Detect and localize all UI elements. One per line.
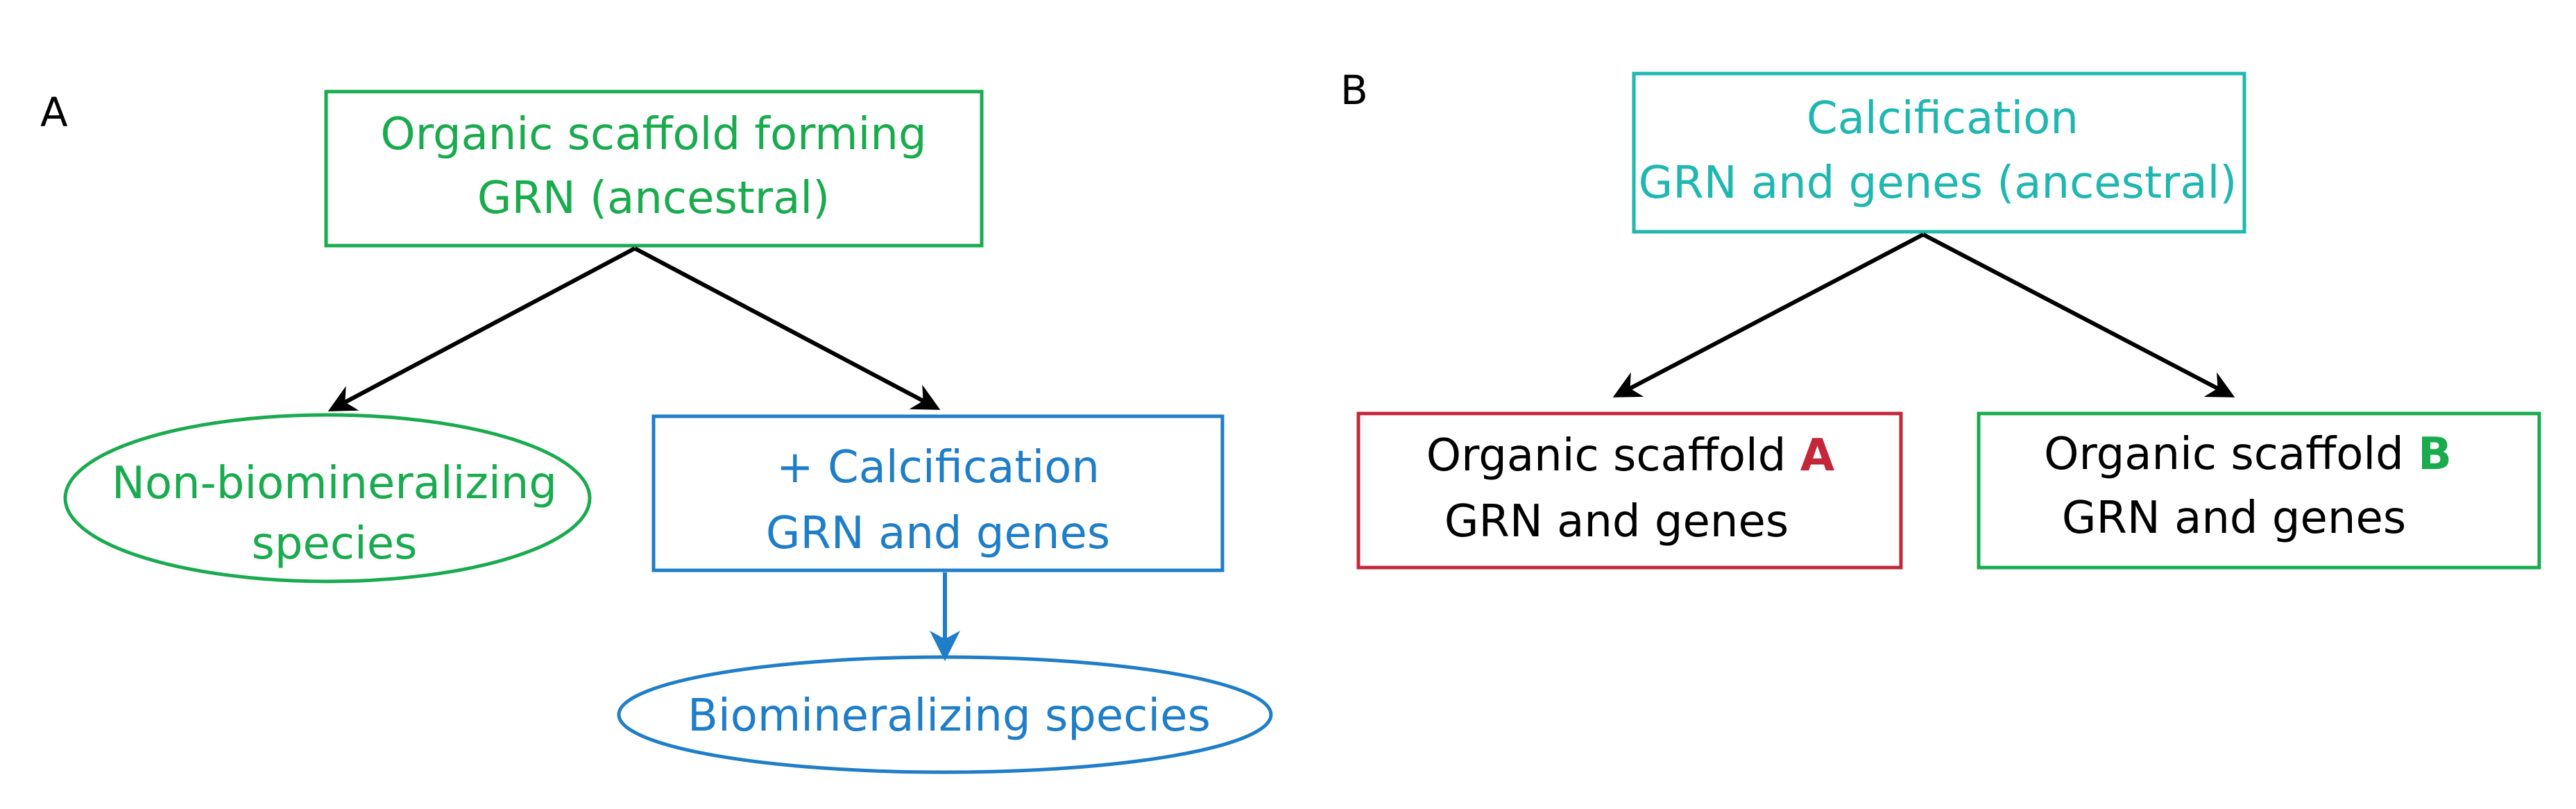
- panel-b-root-line1: Calcification: [1807, 93, 2079, 144]
- panel-b-root-line2: GRN and genes (ancestral): [1639, 157, 2237, 209]
- panel-b-left-node-line2: GRN and genes: [1444, 496, 1789, 547]
- panel-a-root-line2: GRN (ancestral): [477, 173, 830, 224]
- panel-b-right-node-letter: B: [2418, 429, 2452, 480]
- panel-a-root-line1: Organic scaffold forming: [380, 109, 926, 160]
- panel-b-right-node-prefix: Organic scaffold: [2044, 429, 2418, 480]
- panel-b-right-node: Organic scaffold B GRN and genes: [1977, 411, 2541, 570]
- panel-b-root-box: [1632, 71, 2246, 234]
- panel-b-arrow-to-right-node: [1922, 232, 2235, 398]
- panel-b-left-node-line1: Organic scaffold A: [1426, 430, 1835, 482]
- panel-a-left-leaf-ellipse: [63, 413, 592, 584]
- panel-b-left-node: Organic scaffold A GRN and genes: [1356, 411, 1903, 570]
- panel-a-right-node-line2: GRN and genes: [766, 508, 1110, 559]
- panel-a-label: A: [40, 89, 68, 136]
- panel-a-root-box: [324, 90, 984, 248]
- panel-a-root-node: Organic scaffold forming GRN (ancestral): [324, 90, 984, 248]
- panel-a-bottom-leaf: Biomineralizing species: [617, 655, 1273, 774]
- panel-b-root-node: Calcification GRN and genes (ancestral): [1632, 71, 2246, 234]
- panel-b-right-node-line1: Organic scaffold B: [2044, 429, 2452, 480]
- panel-a-right-node: + Calcification GRN and genes: [651, 414, 1225, 572]
- panel-a-left-leaf: Non-biomineralizing species: [63, 413, 592, 584]
- panel-b-label: B: [1340, 67, 1368, 114]
- panel-b-left-node-prefix: Organic scaffold: [1426, 430, 1800, 482]
- panel-b: B Calcification GRN and genes (ancestral…: [1340, 67, 2541, 570]
- panel-a-left-leaf-line1: Non-biomineralizing: [112, 458, 557, 509]
- panel-b-arrow-to-left-node: [1612, 232, 1925, 398]
- panel-a-left-leaf-line2: species: [251, 518, 417, 570]
- panel-b-left-node-letter: A: [1800, 430, 1835, 482]
- panel-a-arrow-to-right-node: [633, 246, 941, 410]
- panel-b-right-node-line2: GRN and genes: [2062, 493, 2406, 544]
- panel-b-left-node-box: [1356, 411, 1903, 570]
- panel-a-arrow-to-left-leaf: [327, 246, 636, 411]
- panel-a-bottom-leaf-line1: Biomineralizing species: [688, 690, 1211, 742]
- panel-a-right-node-box: [651, 414, 1225, 572]
- panel-a-bottom-leaf-ellipse: [617, 655, 1273, 774]
- panel-b-right-node-box: [1977, 411, 2541, 570]
- panel-a: A Organic scaffold forming GRN (ancestra…: [40, 89, 1273, 774]
- panel-a-right-node-line1: + Calcification: [776, 442, 1100, 493]
